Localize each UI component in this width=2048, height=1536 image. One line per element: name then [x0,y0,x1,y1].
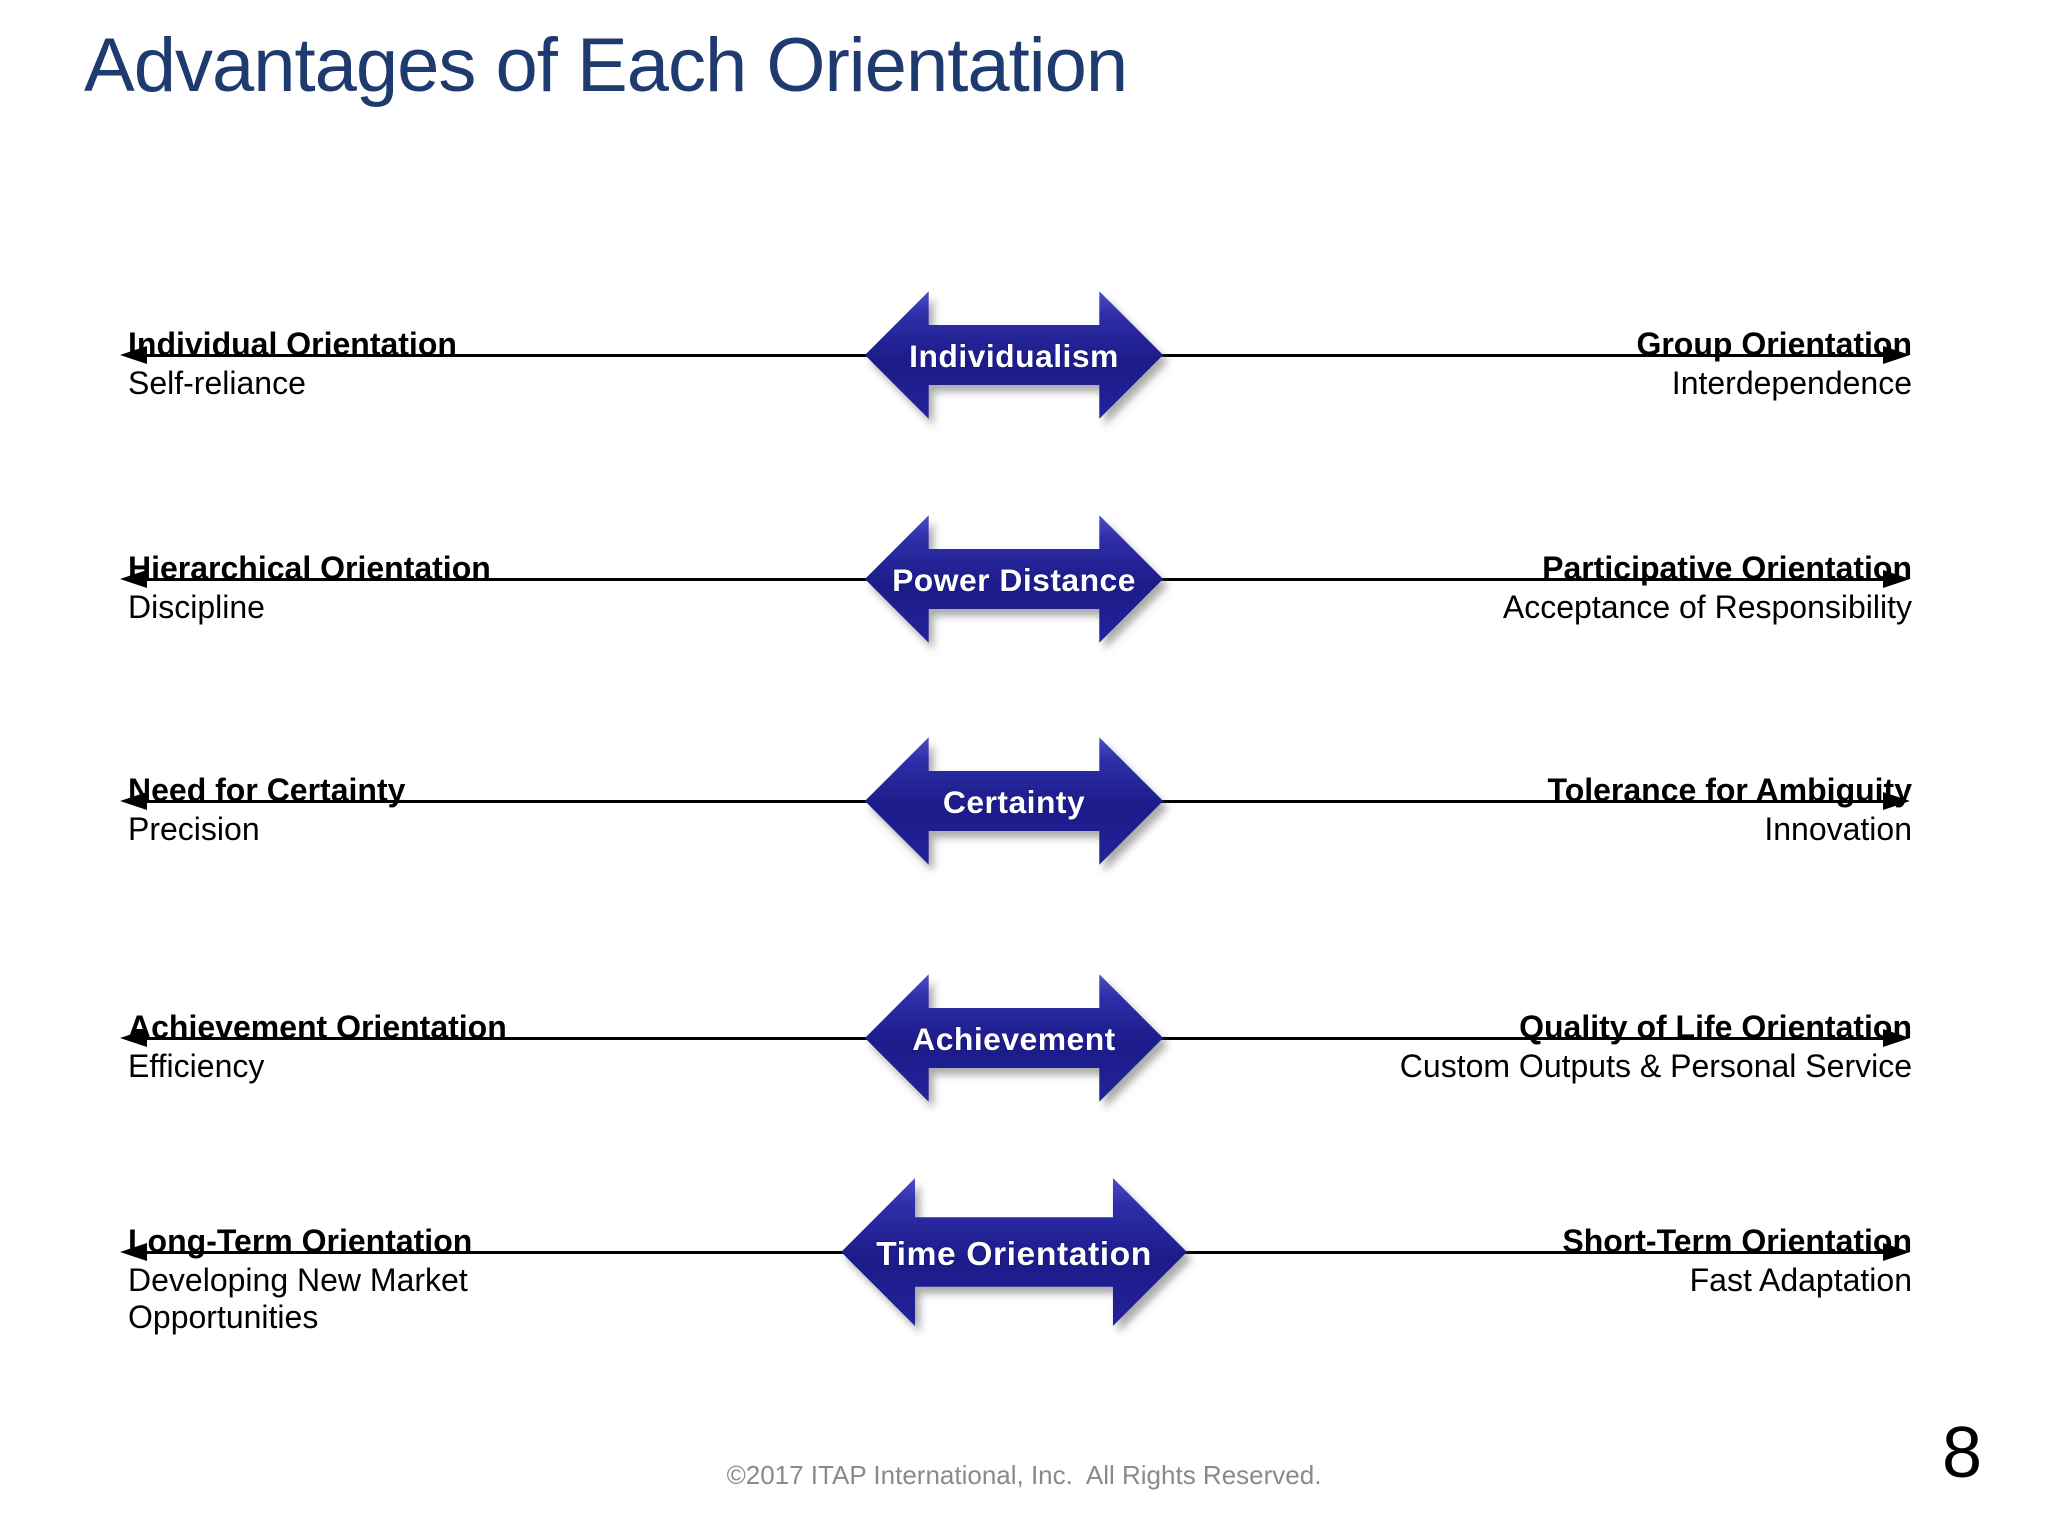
dimension-label: Time Orientation [876,1235,1152,1273]
double-arrow-shape: Certainty [864,737,1164,865]
left-orientation-title: Achievement Orientation [128,1008,507,1045]
right-orientation-advantage: Interdependence [1671,365,1912,401]
right-arrowhead-icon [1883,1243,1910,1261]
double-arrow-polygon [841,1178,1187,1326]
double-arrow-shape: Time Orientation [841,1178,1187,1326]
left-orientation-title: Long-Term Orientation [128,1222,473,1259]
double-arrow-shape: Individualism [864,291,1164,419]
right-orientation-title: Participative Orientation [1542,549,1912,586]
page-number: 8 [1941,1413,1982,1493]
left-orientation-advantage: Self-reliance [128,365,306,401]
right-orientation-advantage: Innovation [1764,811,1912,847]
double-arrow-polygon [864,737,1164,865]
dimension-label: Certainty [943,784,1085,820]
double-arrow-polygon [864,291,1164,419]
double-arrow-shape: Achievement [864,974,1164,1102]
left-orientation-advantage: Precision [128,811,260,847]
left-arrowhead-icon [120,570,147,588]
right-orientation-title: Tolerance for Ambiguity [1547,771,1912,808]
dimension-label: Achievement [912,1021,1115,1057]
right-orientation-advantage: Custom Outputs & Personal Service [1399,1048,1912,1084]
left-arrowhead-icon [120,1243,147,1261]
left-arrowhead-icon [120,1029,147,1047]
left-orientation-title: Hierarchical Orientation [128,549,491,586]
right-arrowhead-icon [1883,346,1910,364]
right-orientation-title: Quality of Life Orientation [1519,1008,1912,1045]
left-arrowhead-icon [120,346,147,364]
left-orientation-title: Individual Orientation [128,325,457,362]
dimension-label: Power Distance [892,562,1136,598]
right-arrowhead-icon [1883,1029,1910,1047]
right-arrowhead-icon [1883,570,1910,588]
double-arrow-polygon [864,515,1164,643]
right-orientation-title: Group Orientation [1636,325,1912,362]
slide-title: Advantages of Each Orientation [84,23,1128,108]
double-arrow-polygon [864,974,1164,1102]
dimension-label: Individualism [909,338,1119,374]
double-arrow-shape: Power Distance [864,515,1164,643]
footer-copyright: ©2017 ITAP International, Inc. All Right… [726,1460,1322,1490]
right-arrowhead-icon [1883,792,1910,810]
left-orientation-advantage: Developing New Market Opportunities [128,1262,468,1336]
right-orientation-title: Short-Term Orientation [1562,1222,1912,1259]
left-orientation-advantage: Efficiency [128,1048,265,1084]
left-orientation-title: Need for Certainty [128,771,406,808]
left-arrowhead-icon [120,792,147,810]
right-orientation-advantage: Fast Adaptation [1689,1262,1912,1298]
left-orientation-advantage: Discipline [128,589,265,625]
right-orientation-advantage: Acceptance of Responsibility [1502,589,1912,625]
